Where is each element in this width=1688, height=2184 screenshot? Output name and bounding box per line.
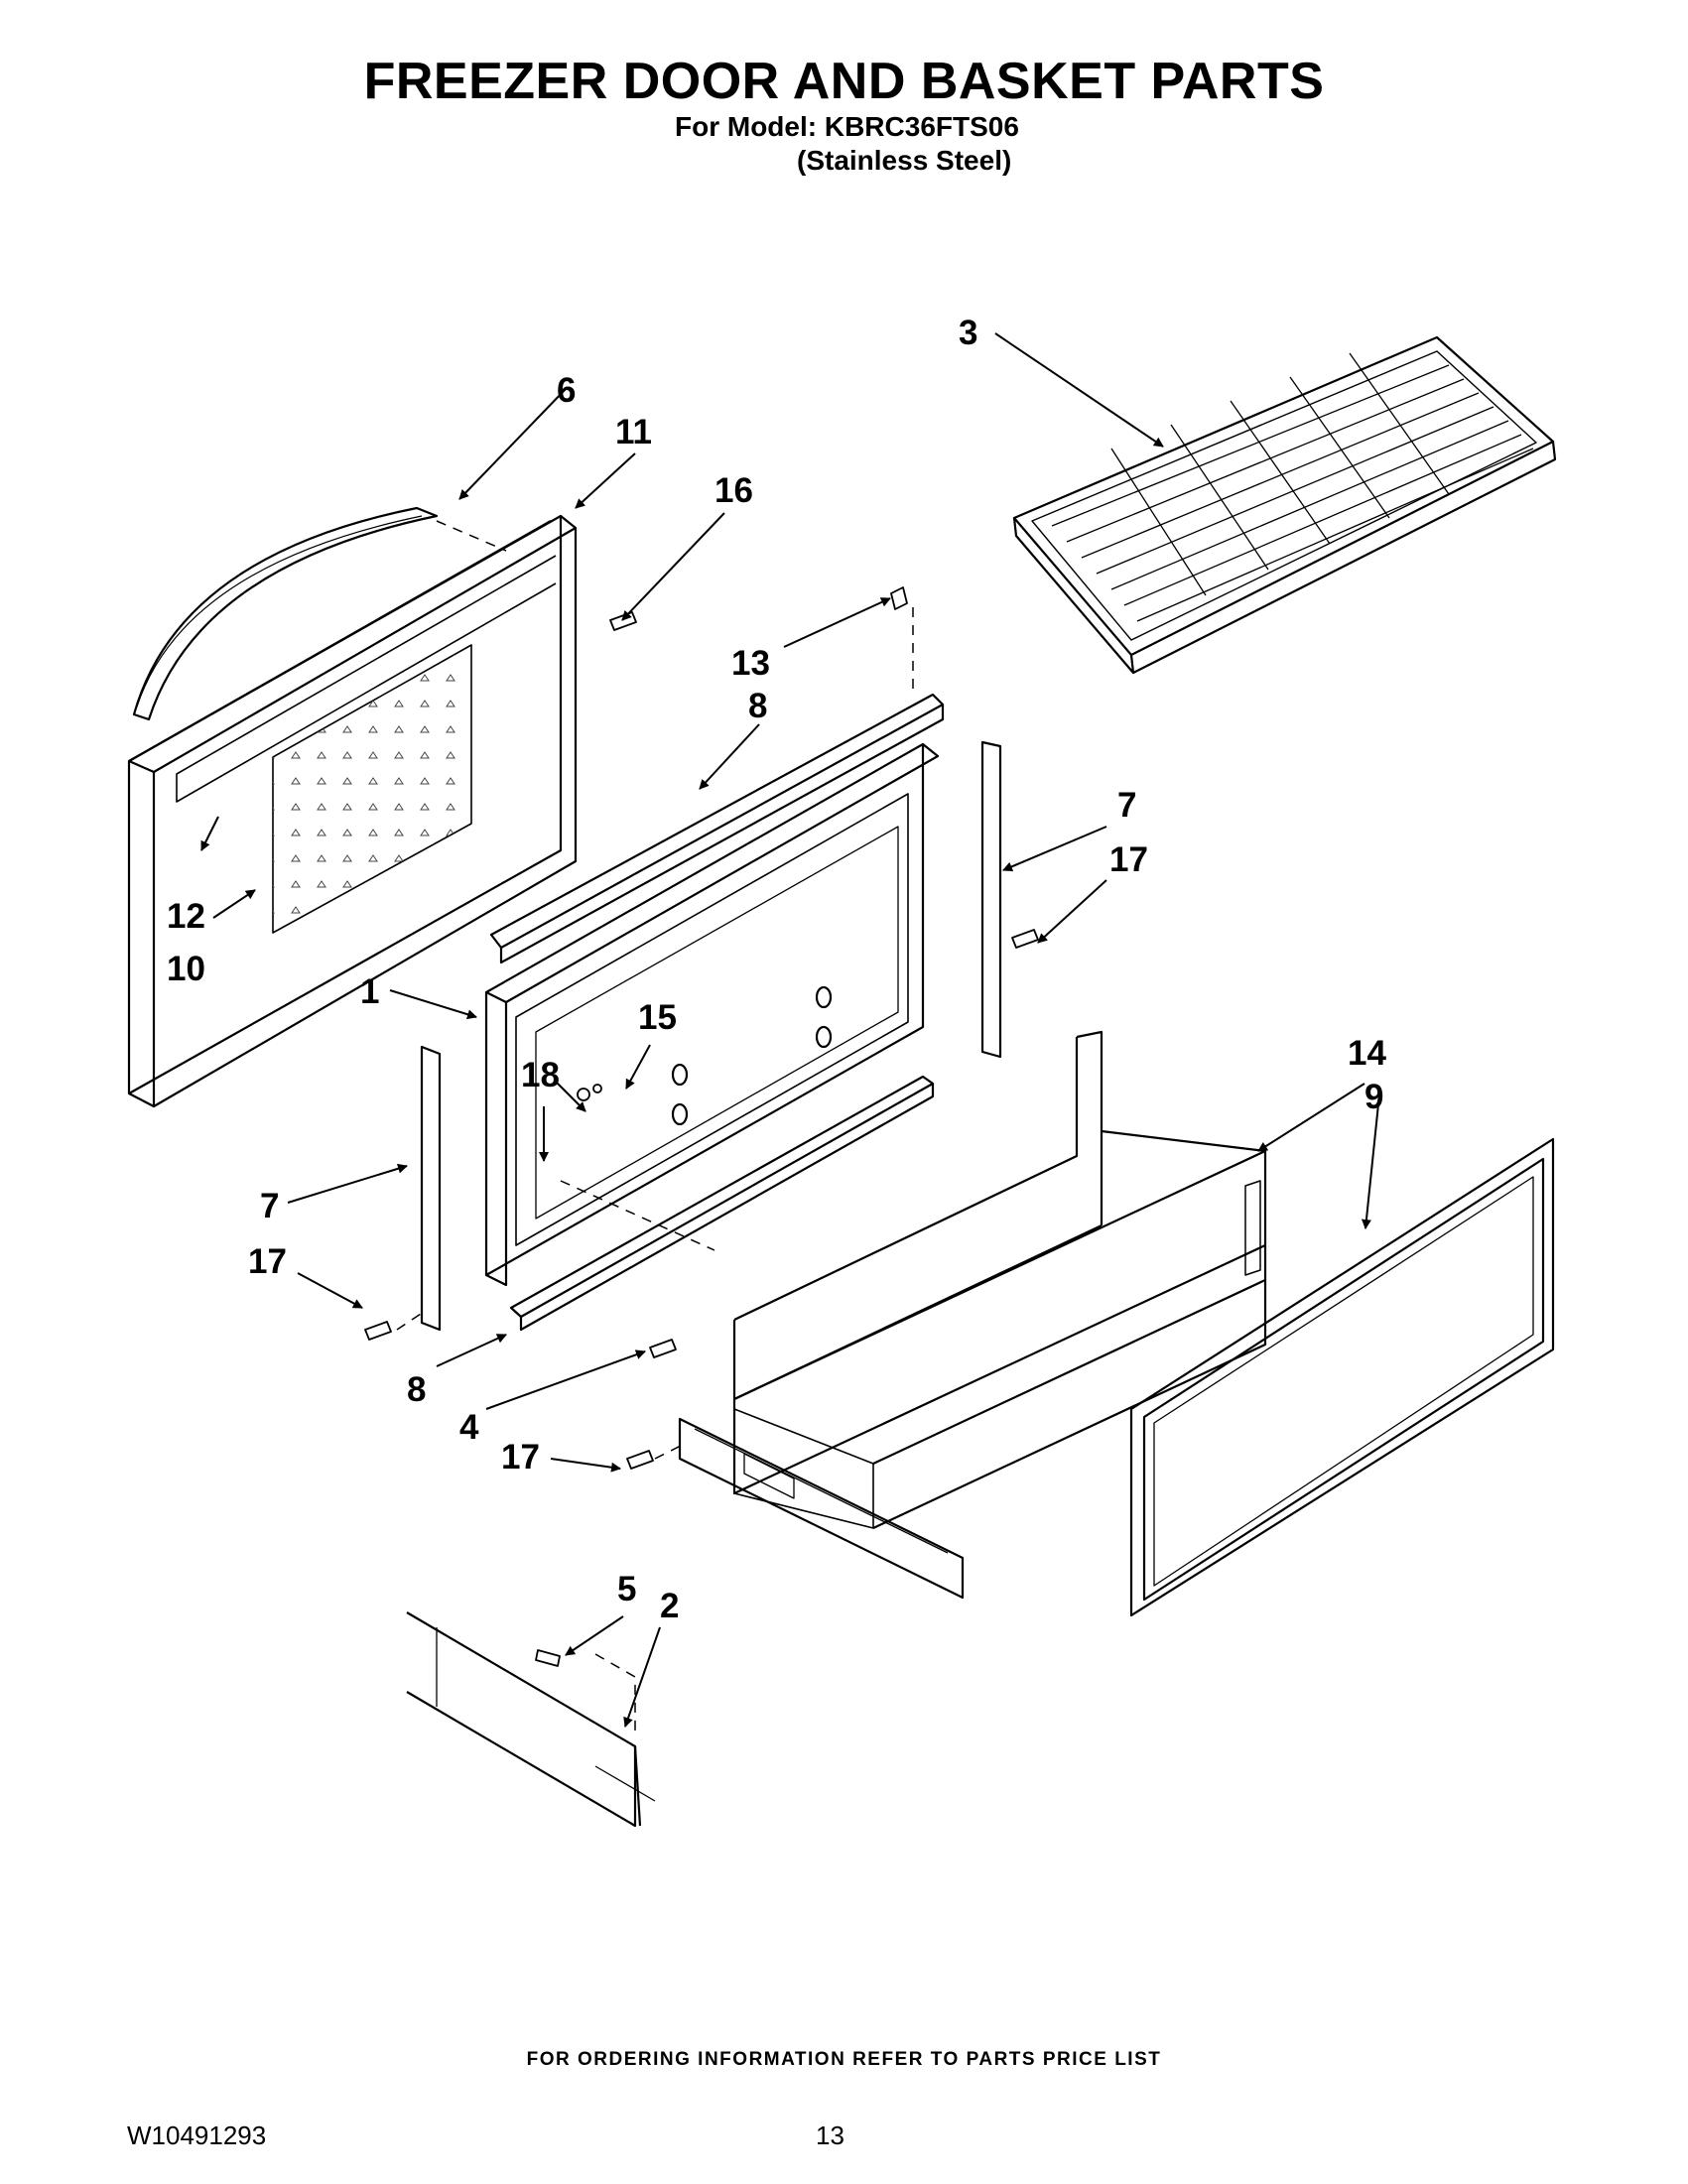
outer-door-panel-part [127, 514, 578, 1108]
left-side-strip-part [420, 1045, 442, 1332]
callout-18: 18 [521, 1056, 560, 1094]
door-handle-part [132, 506, 439, 721]
callout-8-lower: 8 [407, 1370, 426, 1409]
upper-trim-strip-part [489, 693, 945, 964]
callout-15: 15 [638, 998, 677, 1037]
callout-6: 6 [557, 371, 576, 410]
bottom-panel-part [406, 1611, 656, 1828]
callout-10: 10 [167, 950, 205, 988]
callout-4: 4 [459, 1408, 479, 1447]
callout-17-left: 17 [248, 1242, 287, 1281]
basket-part [732, 1030, 1267, 1529]
callout-3: 3 [959, 314, 977, 352]
callout-9: 9 [1364, 1078, 1383, 1116]
callout-1: 1 [360, 972, 379, 1011]
callout-labels: 6 11 16 3 13 8 7 17 12 10 1 15 18 14 9 7… [167, 314, 1386, 1625]
document-number: W10491293 [127, 2120, 267, 2150]
gasket-part [1129, 1137, 1555, 1617]
callout-17-bottom: 17 [501, 1438, 540, 1477]
callout-2: 2 [660, 1587, 679, 1625]
callout-17-right: 17 [1109, 840, 1148, 879]
screws [364, 586, 1039, 1667]
finish-line: (Stainless Steel) [797, 145, 1012, 176]
right-side-strip-part [980, 740, 1002, 1059]
model-line: For Model: KBRC36FTS06 [675, 111, 1019, 142]
page-number: 13 [816, 2120, 844, 2150]
freezer-shelf-part [1012, 335, 1557, 675]
callout-12: 12 [167, 897, 205, 936]
drawer-slide-part [678, 1417, 965, 1600]
callout-13: 13 [731, 644, 770, 683]
callout-14: 14 [1348, 1034, 1386, 1073]
inner-door-liner-part [484, 742, 940, 1287]
callout-8-upper: 8 [748, 687, 767, 725]
callout-5: 5 [617, 1570, 636, 1608]
callout-7-left: 7 [260, 1187, 279, 1225]
page-title: FREEZER DOOR AND BASKET PARTS [363, 53, 1325, 110]
ordering-note: FOR ORDERING INFORMATION REFER TO PARTS … [526, 2049, 1162, 2070]
callout-16: 16 [714, 471, 753, 510]
lower-trim-strip-part [509, 1075, 935, 1332]
callout-11: 11 [615, 413, 652, 451]
callout-7-right: 7 [1117, 786, 1136, 825]
